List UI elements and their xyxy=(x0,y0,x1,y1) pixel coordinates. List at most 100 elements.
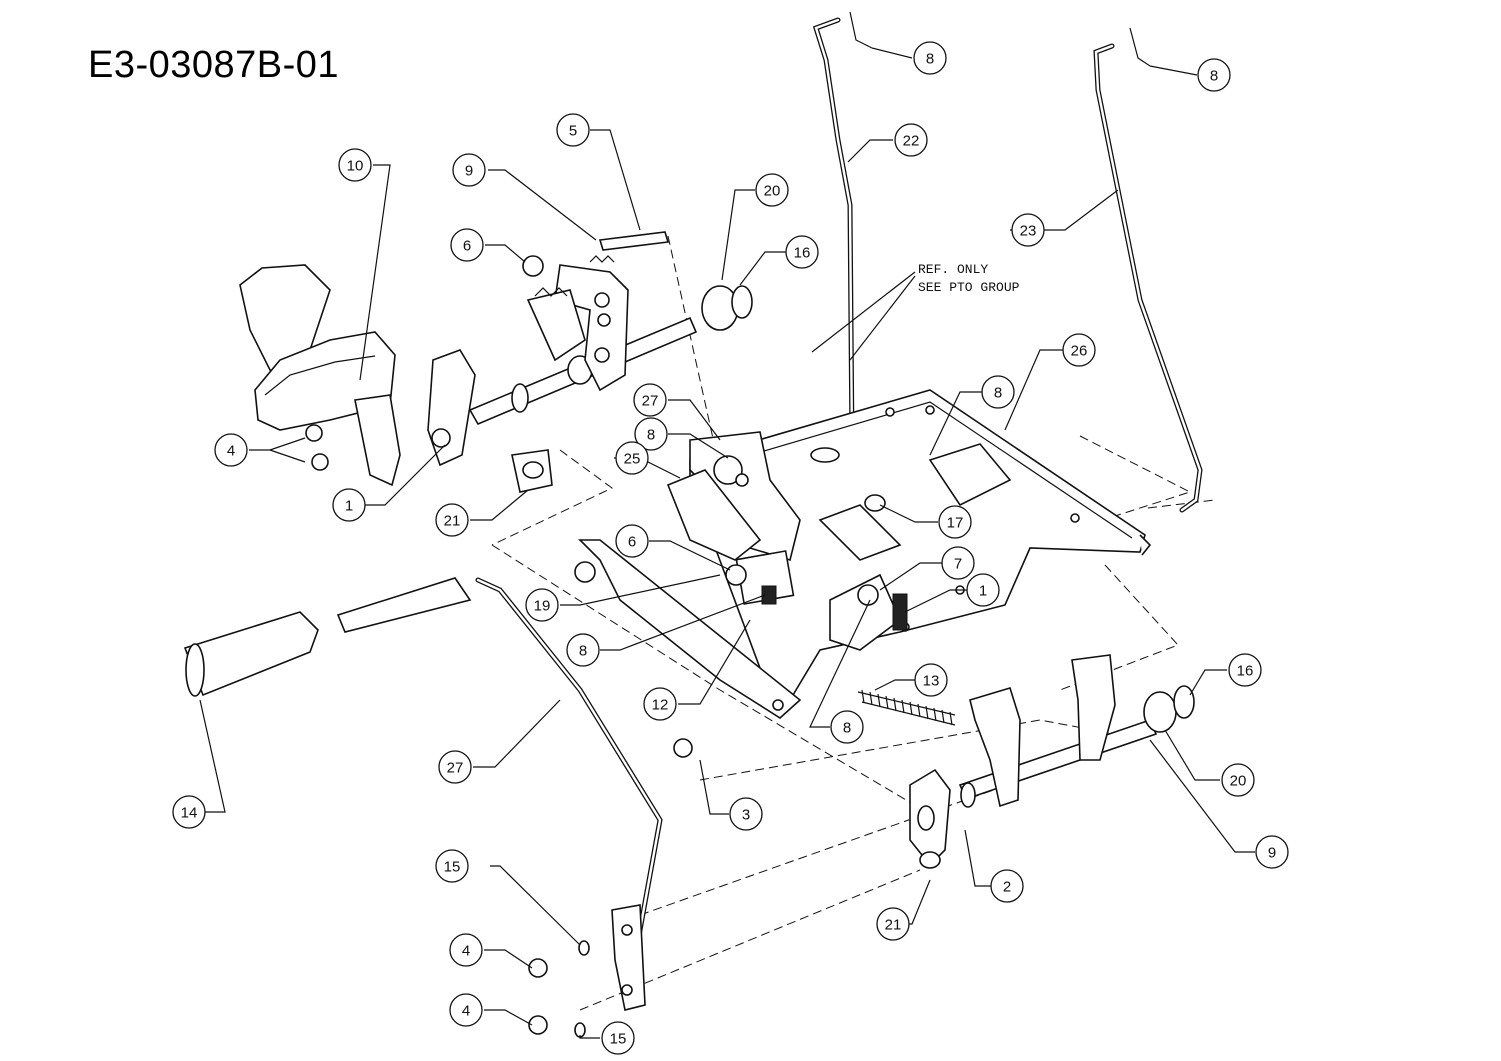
bracket-25 xyxy=(578,469,802,720)
callout-circle xyxy=(615,441,649,475)
callout-circle xyxy=(913,41,947,75)
callout-26: 26 xyxy=(1062,333,1096,367)
callout-circle xyxy=(449,993,483,1027)
callout-9: 9 xyxy=(1255,835,1289,869)
callout-label: 5 xyxy=(569,123,577,140)
control-rod-23 xyxy=(1093,43,1203,513)
callout-8: 8 xyxy=(1197,58,1231,92)
callout-circle xyxy=(556,113,590,147)
callout-14: 14 xyxy=(172,795,206,829)
callout-label: 4 xyxy=(227,443,235,460)
callout-16: 16 xyxy=(785,235,819,269)
callout-label: 9 xyxy=(465,163,473,180)
callout-circle xyxy=(966,573,1000,607)
callout-label: 7 xyxy=(954,556,962,573)
callout-label: 3 xyxy=(742,807,750,824)
callout-8: 8 xyxy=(913,41,947,75)
callout-circle xyxy=(450,228,484,262)
callout-label: 17 xyxy=(947,515,964,532)
callout-label: 4 xyxy=(462,943,470,960)
callout-5: 5 xyxy=(556,113,590,147)
callout-label: 15 xyxy=(444,859,461,876)
callout-circle xyxy=(1221,763,1255,797)
callout-circle xyxy=(435,849,469,883)
callout-4: 4 xyxy=(449,993,483,1027)
callout-circle xyxy=(643,687,677,721)
callout-circle xyxy=(214,433,248,467)
reference-note: REF. ONLY SEE PTO GROUP xyxy=(811,262,1020,361)
callout-circle xyxy=(1011,213,1045,247)
callout-7: 7 xyxy=(941,546,975,580)
callout-circle xyxy=(525,588,559,622)
callout-circle xyxy=(990,869,1024,903)
callout-circle xyxy=(876,907,910,941)
lift-handle xyxy=(183,577,663,1011)
callout-circle xyxy=(830,710,864,744)
callout-6: 6 xyxy=(615,524,649,558)
callout-label: 16 xyxy=(794,245,811,262)
callout-label: 4 xyxy=(462,1003,470,1020)
hairpin-clips xyxy=(849,11,1151,67)
callout-circle xyxy=(1062,333,1096,367)
callout-label: 20 xyxy=(1230,773,1247,790)
callout-label: 9 xyxy=(1268,845,1276,862)
switch-assembly xyxy=(574,494,908,651)
callout-circle xyxy=(435,503,469,537)
note-line-1: REF. ONLY xyxy=(918,262,988,277)
callout-8: 8 xyxy=(634,417,668,451)
callout-4: 4 xyxy=(214,433,248,467)
callout-9: 9 xyxy=(452,153,486,187)
callout-1: 1 xyxy=(332,488,366,522)
callout-circle xyxy=(438,750,472,784)
callout-label: 15 xyxy=(610,1031,627,1048)
extension-spring-13 xyxy=(857,689,956,726)
callout-label: 2 xyxy=(1003,879,1011,896)
lower-shaft xyxy=(528,654,1195,1038)
callout-circle xyxy=(1197,58,1231,92)
control-rod-22 xyxy=(812,17,855,463)
callout-20: 20 xyxy=(1221,763,1255,797)
callout-label: 20 xyxy=(764,183,781,200)
callout-label: 12 xyxy=(652,697,669,714)
callout-27: 27 xyxy=(633,383,667,417)
callout-label: 21 xyxy=(885,917,902,934)
callout-circle xyxy=(941,546,975,580)
callout-label: 22 xyxy=(903,133,920,150)
callout-4: 4 xyxy=(449,933,483,967)
callout-label: 14 xyxy=(181,805,198,822)
callout-circle xyxy=(729,797,763,831)
callout-label: 27 xyxy=(447,760,464,777)
callout-12: 12 xyxy=(643,687,677,721)
callout-label: 19 xyxy=(534,598,551,615)
callout-17: 17 xyxy=(938,505,972,539)
callout-circle xyxy=(615,524,649,558)
note-line-2: SEE PTO GROUP xyxy=(918,280,1020,295)
leader-lines xyxy=(199,47,1255,1039)
callout-21: 21 xyxy=(876,907,910,941)
callout-8: 8 xyxy=(830,710,864,744)
callout-25: 25 xyxy=(615,441,649,475)
callout-3: 3 xyxy=(729,797,763,831)
callout-15: 15 xyxy=(435,849,469,883)
callout-circle xyxy=(601,1021,635,1055)
callout-13: 13 xyxy=(914,663,948,697)
callout-label: 8 xyxy=(579,643,587,660)
callout-27: 27 xyxy=(438,750,472,784)
callout-label: 23 xyxy=(1020,223,1037,240)
callout-label: 25 xyxy=(624,451,641,468)
callout-circle xyxy=(1255,835,1289,869)
callout-22: 22 xyxy=(894,123,928,157)
pedal-10 xyxy=(239,264,476,487)
callout-label: 10 xyxy=(347,158,364,175)
callout-circle xyxy=(449,933,483,967)
callout-label: 26 xyxy=(1071,343,1088,360)
callout-15: 15 xyxy=(601,1021,635,1055)
callout-label: 8 xyxy=(1210,68,1218,85)
callout-circle xyxy=(785,235,819,269)
callout-circle xyxy=(938,505,972,539)
callout-19: 19 xyxy=(525,588,559,622)
callout-20: 20 xyxy=(755,173,789,207)
callout-label: 1 xyxy=(979,583,987,600)
callout-circle xyxy=(452,153,486,187)
callout-1: 1 xyxy=(966,573,1000,607)
